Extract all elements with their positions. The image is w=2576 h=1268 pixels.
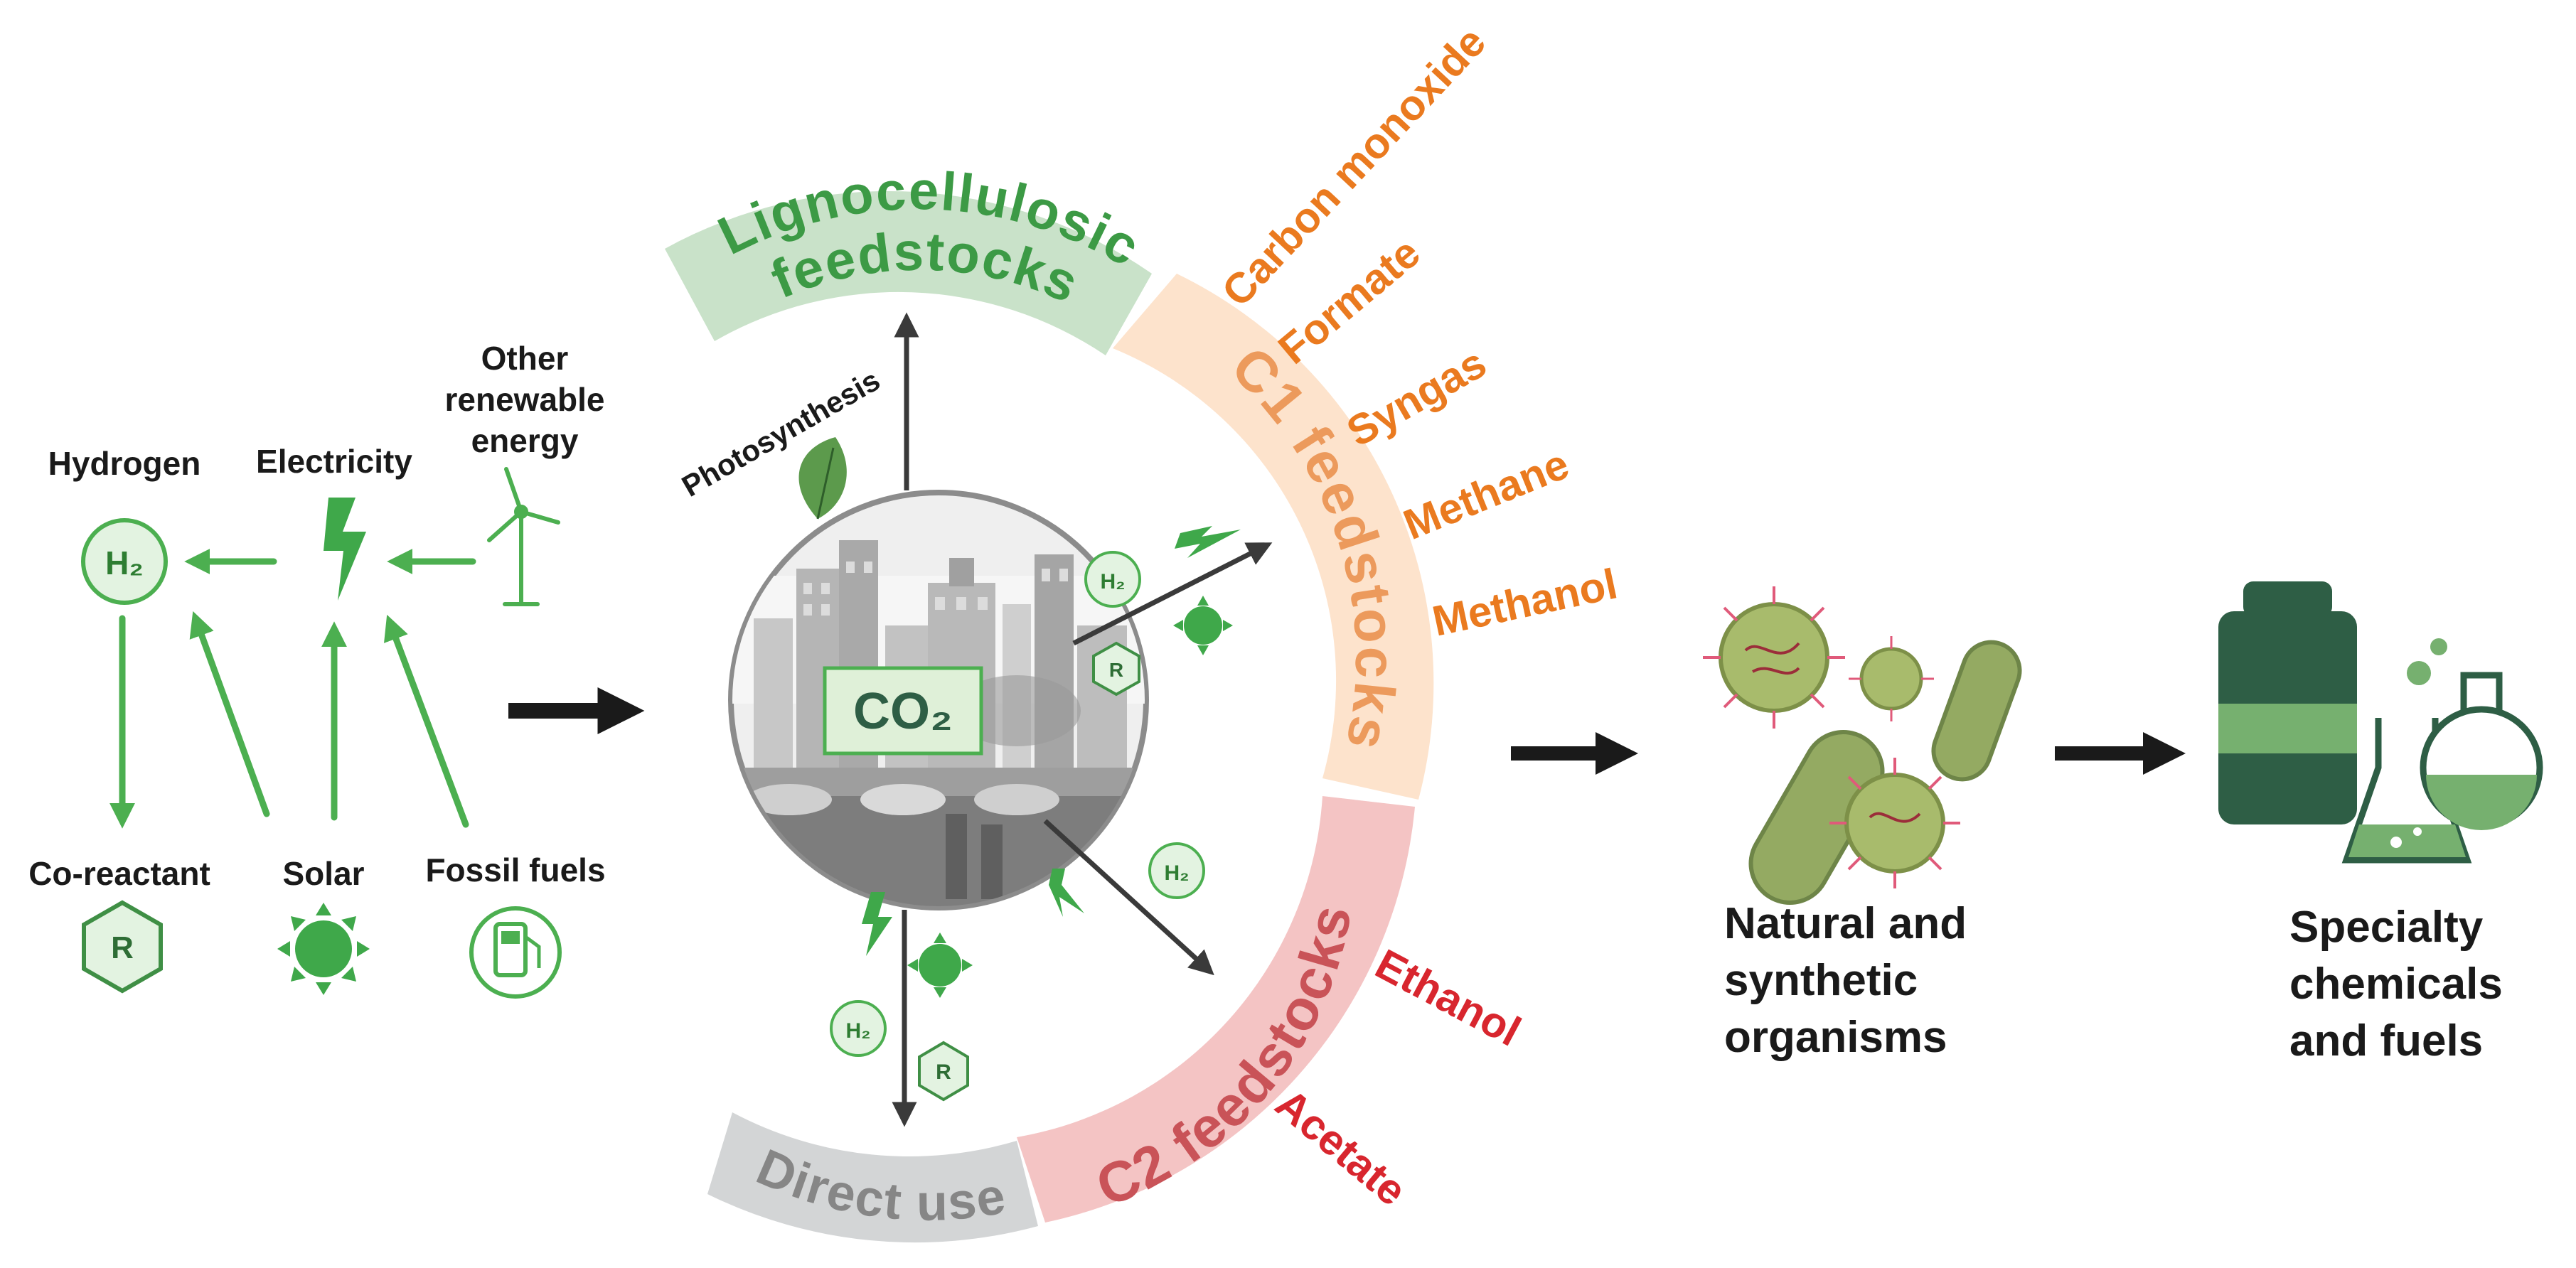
- chemicals-icon: [2218, 581, 2543, 864]
- c1-product-methane: Methane: [1397, 440, 1576, 549]
- hydrogen-small-icon-direct: H₂: [830, 1000, 887, 1057]
- other-renewable-label-line3: energy: [471, 422, 579, 459]
- c2-product-acetate: Acetate: [1267, 1080, 1416, 1215]
- fuel-pump-icon: [469, 906, 562, 999]
- bolt-small-icon-direct: [862, 892, 892, 956]
- microorganisms-icon: [1703, 586, 2022, 905]
- bolt-small-icon: [1175, 526, 1241, 558]
- arrow-to-c2: [1043, 819, 1214, 976]
- leaf-icon: [798, 437, 847, 520]
- c1-product-methanol: Methanol: [1428, 559, 1622, 645]
- reactant-small-icon-direct: R: [918, 1041, 969, 1102]
- arrow-to-c1: [1072, 542, 1273, 646]
- lignocellulosic-band: [665, 190, 1152, 355]
- c1-product-syngas: Syngas: [1339, 339, 1494, 456]
- reactant-small-icon: R: [1092, 641, 1140, 697]
- energy-sources-panel: Hydrogen Electricity Other renewable ene…: [28, 340, 606, 999]
- products-label-line2: chemicals: [2289, 960, 2503, 1009]
- hydrogen-label: Hydrogen: [48, 445, 201, 482]
- c1-arrow-icons: H₂ R: [1084, 526, 1241, 697]
- co2-label: CO₂: [853, 683, 953, 740]
- hydrogen-icon: H₂: [81, 518, 168, 605]
- hydrogen-small-icon-c2: H₂: [1148, 842, 1205, 899]
- organisms-label-line3: organisms: [1724, 1013, 1947, 1062]
- products-label-line3: and fuels: [2289, 1016, 2483, 1065]
- photosynthesis-label: Photosynthesis: [676, 363, 885, 503]
- other-renewable-label-line2: renewable: [445, 381, 605, 418]
- other-renewable-label-line1: Other: [481, 340, 569, 377]
- direct-use-band: [707, 1112, 1038, 1243]
- virus-large: [1703, 586, 1845, 729]
- c2-band: [1017, 796, 1415, 1223]
- virus-small: [1849, 636, 1934, 721]
- organisms-label-line1: Natural and: [1724, 899, 1967, 948]
- sun-small-icon: [1173, 596, 1233, 655]
- co-reactant-icon: R: [82, 900, 163, 994]
- hydrogen-small-icon: H₂: [1084, 551, 1141, 608]
- round-flask-icon: [2420, 672, 2543, 830]
- fossil-fuels-label: Fossil fuels: [425, 851, 605, 888]
- virus-medium: [1829, 758, 1960, 888]
- c2-arrow-icons: H₂: [1049, 842, 1205, 917]
- solar-label: Solar: [282, 855, 364, 892]
- hydrogen-icon-label: H₂: [105, 544, 144, 581]
- co-reactant-icon-label: R: [111, 930, 134, 965]
- c1-products: Carbon monoxide Formate Syngas Methane M…: [1213, 18, 1622, 645]
- energy-flow-arrows: [109, 549, 476, 829]
- direct-use-arrow-icons: H₂ R: [830, 892, 973, 1102]
- co2-box: [823, 666, 983, 756]
- co-reactant-label: Co-reactant: [28, 855, 210, 892]
- c2-product-ethanol: Ethanol: [1368, 940, 1529, 1055]
- hydrogen-small-label: H₂: [1101, 570, 1126, 593]
- products-label-line1: Specialty: [2289, 903, 2484, 952]
- arrow-solar-to-hydrogen: [189, 611, 270, 817]
- hydrogen-small-label-c2: H₂: [1165, 861, 1190, 885]
- electricity-icon: [324, 498, 366, 601]
- solar-icon: [277, 903, 370, 995]
- hydrogen-small-label-direct: H₂: [846, 1019, 871, 1043]
- co2-conversion-arrows: [892, 312, 1273, 1127]
- bolt-small-icon-c2: [1049, 869, 1084, 917]
- wind-turbine-icon: [487, 467, 560, 606]
- arrow-fossil-to-electricity: [384, 614, 469, 828]
- organisms-label-line2: synthetic: [1724, 956, 1918, 1005]
- c1-band: [1113, 274, 1434, 800]
- reactant-small-label-direct: R: [936, 1060, 951, 1084]
- reactant-small-label: R: [1109, 659, 1123, 681]
- electricity-label: Electricity: [256, 443, 412, 480]
- sun-small-icon-direct: [907, 933, 973, 998]
